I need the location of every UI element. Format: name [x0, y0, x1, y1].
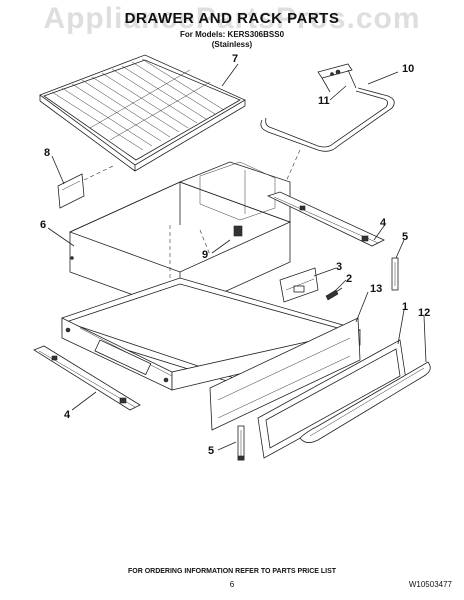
drawer-slide-left — [33, 345, 141, 411]
drawer-handle — [299, 361, 431, 443]
callout-10: 10 — [402, 63, 414, 75]
callout-4-right: 4 — [380, 217, 387, 229]
oven-rack — [39, 54, 246, 172]
drawer-slide-right — [266, 191, 385, 247]
callout-13: 13 — [370, 283, 382, 295]
ordering-note: FOR ORDERING INFORMATION REFER TO PARTS … — [127, 568, 337, 575]
callout-6: 6 — [40, 219, 46, 231]
callout-1: 1 — [402, 301, 408, 313]
slide-clip-upper — [391, 257, 399, 291]
callout-12: 12 — [418, 307, 430, 319]
slide-bracket — [279, 267, 343, 303]
page-title: DRAWER AND RACK PARTS — [124, 10, 340, 27]
models-line: For Models: KERS306BSS0 — [179, 30, 285, 39]
drawer-bracket — [57, 164, 116, 209]
storage-drawer-body — [68, 161, 292, 313]
callout-3: 3 — [336, 261, 342, 273]
leader-lines — [47, 63, 427, 451]
callout-9: 9 — [202, 249, 208, 261]
callout-4-left: 4 — [64, 409, 71, 421]
drawer-element — [260, 63, 395, 196]
callout-11: 11 — [318, 95, 330, 107]
drawer-front-panel — [209, 317, 361, 431]
slide-clip-lower — [237, 425, 245, 461]
callout-5-upper: 5 — [402, 231, 408, 243]
callout-5-lower: 5 — [208, 445, 214, 457]
document-number: W10503477 — [408, 580, 452, 589]
variant-line: (Stainless) — [211, 40, 253, 49]
callout-7: 7 — [232, 53, 238, 65]
page-number: 6 — [229, 580, 235, 589]
callout-2: 2 — [346, 273, 352, 285]
callout-8: 8 — [44, 147, 50, 159]
